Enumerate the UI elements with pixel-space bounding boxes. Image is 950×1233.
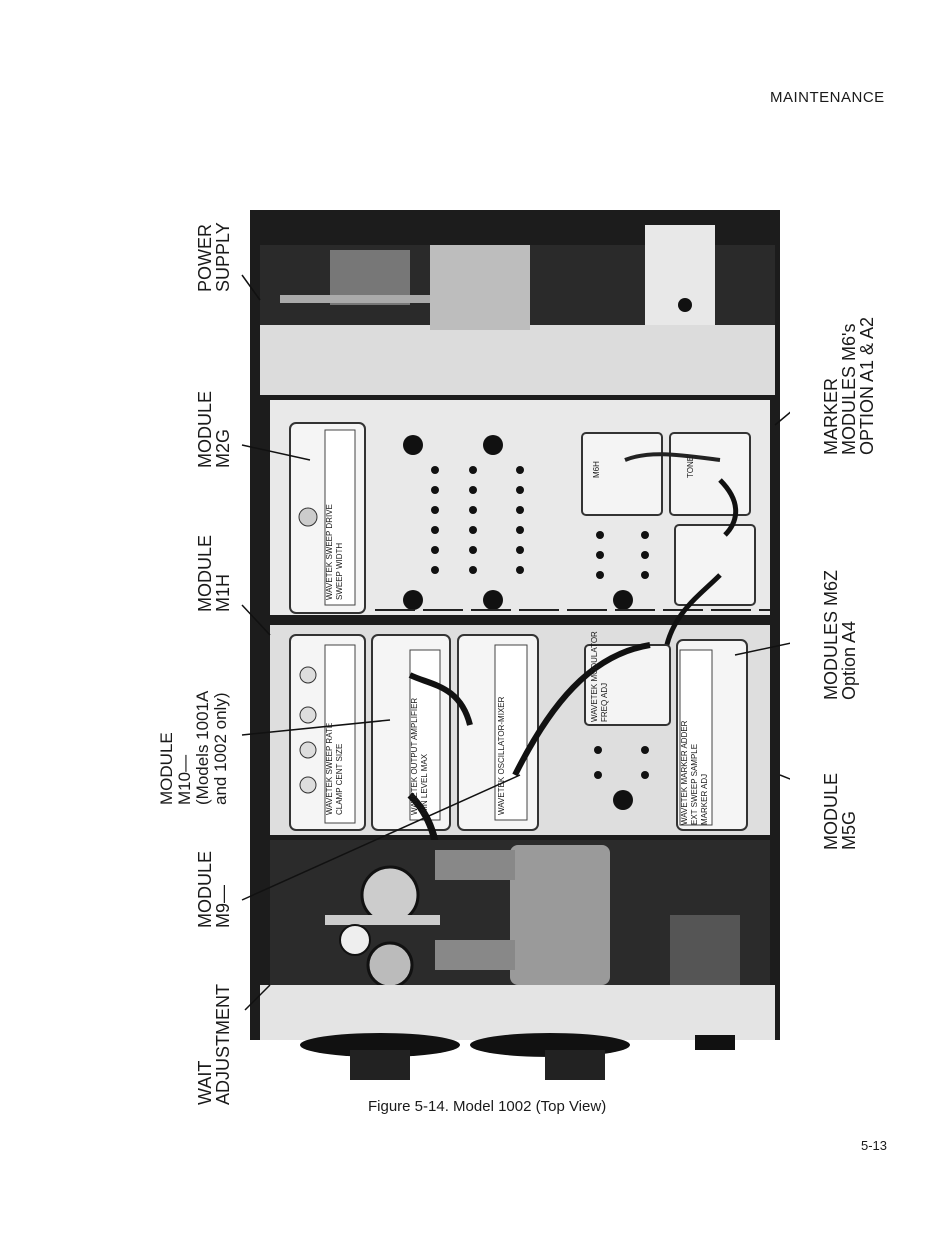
module-text-m6-b: TONE — [686, 456, 696, 478]
label-line: WAIT — [195, 1060, 215, 1105]
label-module-m2g: MODULE M2G — [195, 390, 233, 468]
label-line: MODULE — [195, 534, 215, 612]
module-text: WAVETEK OUTPUT AMPLIFIER — [410, 697, 419, 815]
label-line: OPTION A1 & A2 — [857, 316, 877, 455]
module-text: SWEEP WIDTH — [335, 542, 344, 600]
module-text-sweep-drive: WAVETEK SWEEP DRIVE SWEEP WIDTH — [325, 504, 345, 600]
label-line: M5G — [839, 810, 859, 850]
module-text: FREQ ADJ — [600, 682, 609, 722]
label-line: M10— — [175, 754, 194, 805]
label-line: Option A4 — [839, 620, 859, 700]
module-text: MARKER ADJ — [700, 773, 709, 825]
figure-photo — [241, 210, 790, 1080]
label-line: MODULES M6's — [839, 323, 859, 455]
module-text: EXT SWEEP SAMPLE — [690, 743, 699, 825]
module-text-sweep-rate: WAVETEK SWEEP RATE CLAMP CENT SIZE — [325, 723, 345, 815]
module-text: WAVETEK MARKER ADDER — [680, 720, 689, 825]
label-line: MARKER — [821, 377, 841, 455]
module-text-m6-a: M6H — [592, 461, 602, 478]
module-text: WAVETEK SWEEP DRIVE — [325, 504, 334, 600]
label-module-m10: MODULE M10— (Models 1001A and 1002 only) — [157, 690, 230, 805]
front-panel — [260, 985, 775, 1040]
label-line: M9— — [213, 884, 233, 928]
module-text: CLAMP CENT SIZE — [335, 743, 344, 815]
label-module-m1h: MODULE M1H — [195, 534, 233, 612]
module-text-output-amp: WAVETEK OUTPUT AMPLIFIER MIN LEVEL MAX — [410, 698, 430, 815]
label-line: M2G — [213, 428, 233, 468]
label-line: M1H — [213, 573, 233, 612]
label-module-m5g: MODULE M5G — [821, 772, 859, 850]
page-number: 5-13 — [861, 1138, 888, 1153]
label-line: (Models 1001A — [193, 690, 212, 805]
label-line: MODULES M6Z — [821, 569, 841, 700]
label-line: SUPPLY — [213, 222, 233, 292]
module-m6-b-box — [669, 432, 751, 516]
label-wait-adjustment: WAIT ADJUSTMENT — [195, 984, 233, 1105]
label-modules-m6z: MODULES M6Z Option A4 — [821, 569, 859, 700]
label-power-supply: POWER SUPPLY — [195, 222, 233, 292]
label-marker-modules: MARKER MODULES M6's OPTION A1 & A2 — [821, 316, 877, 455]
label-line: MODULE — [157, 732, 176, 805]
module-text: MIN LEVEL MAX — [420, 753, 429, 815]
label-line: MODULE — [195, 850, 215, 928]
label-line: MODULE — [821, 772, 841, 850]
section-header: MAINTENANCE — [770, 89, 885, 106]
module-text: WAVETEK SWEEP RATE — [325, 722, 334, 815]
figure-caption: Figure 5-14. Model 1002 (Top View) — [368, 1098, 607, 1115]
module-m6z-box — [584, 644, 671, 726]
label-line: and 1002 only) — [211, 692, 230, 805]
module-text-modulator: WAVETEK MODULATOR FREQ ADJ — [590, 631, 610, 722]
label-line: POWER — [195, 223, 215, 292]
module-text-mixer: WAVETEK OSCILLATOR-MIXER — [497, 697, 507, 815]
module-text: M6H — [592, 461, 601, 478]
module-m6-c-box — [674, 524, 756, 606]
label-line: MODULE — [195, 390, 215, 468]
module-text: WAVETEK MODULATOR — [590, 631, 599, 722]
module-text: TONE — [686, 455, 695, 478]
module-text-marker-adder: WAVETEK MARKER ADDER EXT SWEEP SAMPLE MA… — [680, 721, 710, 825]
label-line: ADJUSTMENT — [213, 984, 233, 1105]
label-module-m9: MODULE M9— — [195, 850, 233, 928]
module-text: WAVETEK OSCILLATOR-MIXER — [497, 696, 506, 815]
